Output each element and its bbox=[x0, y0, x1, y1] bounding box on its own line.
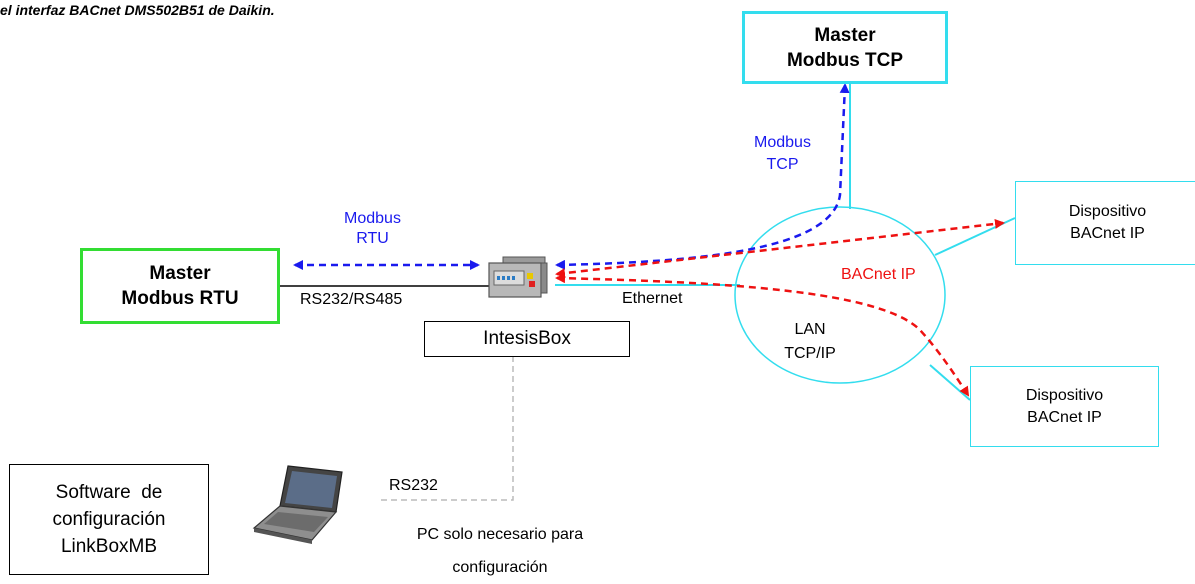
bacnet-device-2-box: Dispositivo BACnet IP bbox=[970, 366, 1159, 447]
modbus-tcp-arrow bbox=[555, 83, 850, 270]
modbus-rtu-label: Modbus RTU bbox=[340, 209, 405, 249]
software-line2: configuración bbox=[52, 509, 166, 530]
device2-link-line bbox=[929, 364, 971, 401]
caption: el interfaz BACnet DMS502B51 de Daikin. bbox=[0, 2, 275, 18]
rs-line-label: RS232/RS485 bbox=[300, 291, 403, 308]
bacnet-arrow-2 bbox=[555, 273, 970, 397]
device1-line2: BACnet IP bbox=[1070, 225, 1145, 242]
master-modbus-tcp-box: Master Modbus TCP bbox=[742, 11, 948, 84]
modbus-rtu-label-1: Modbus bbox=[344, 210, 401, 227]
device1-line1: Dispositivo bbox=[1068, 203, 1147, 220]
master-modbus-rtu-box: Master Modbus RTU bbox=[80, 248, 280, 324]
intesisbox-label: IntesisBox bbox=[483, 328, 571, 349]
modbus-tcp-label-1: Modbus bbox=[754, 134, 811, 151]
rs232-line bbox=[380, 356, 514, 501]
lan-label: LAN TCP/IP bbox=[770, 318, 850, 366]
pc-note-1: PC solo necesario para bbox=[416, 526, 584, 543]
ethernet-label: Ethernet bbox=[622, 290, 683, 307]
master-rtu-line1: Master bbox=[149, 263, 211, 284]
device2-line1: Dispositivo bbox=[1025, 386, 1104, 404]
modbus-tcp-label: Modbus TCP bbox=[750, 132, 815, 176]
intesisbox-device-icon bbox=[487, 255, 549, 299]
lan-label-1: LAN bbox=[794, 321, 826, 338]
rs232-label: RS232 bbox=[389, 477, 438, 494]
laptop-icon bbox=[250, 462, 345, 544]
modbus-tcp-label-2: TCP bbox=[766, 156, 799, 173]
master-rtu-line2: Modbus RTU bbox=[121, 288, 239, 309]
pc-note: PC solo necesario para configuración bbox=[380, 518, 620, 584]
software-box: Software de configuración LinkBoxMB bbox=[9, 464, 209, 575]
software-line3: LinkBoxMB bbox=[60, 536, 158, 557]
device2-line2: BACnet IP bbox=[1027, 408, 1102, 426]
pc-note-2: configuración bbox=[452, 559, 548, 576]
master-tcp-line1: Master bbox=[814, 24, 876, 46]
master-tcp-line2: Modbus TCP bbox=[786, 49, 904, 71]
software-line1: Software de bbox=[55, 482, 163, 503]
intesisbox-label-box: IntesisBox bbox=[424, 321, 630, 357]
bacnet-arrow-1 bbox=[555, 218, 1005, 279]
lan-label-2: TCP/IP bbox=[784, 345, 836, 362]
bacnet-ip-label: BACnet IP bbox=[841, 266, 916, 283]
bacnet-device-1-box: Dispositivo BACnet IP bbox=[1015, 181, 1195, 265]
modbus-rtu-label-2: RTU bbox=[356, 230, 389, 247]
